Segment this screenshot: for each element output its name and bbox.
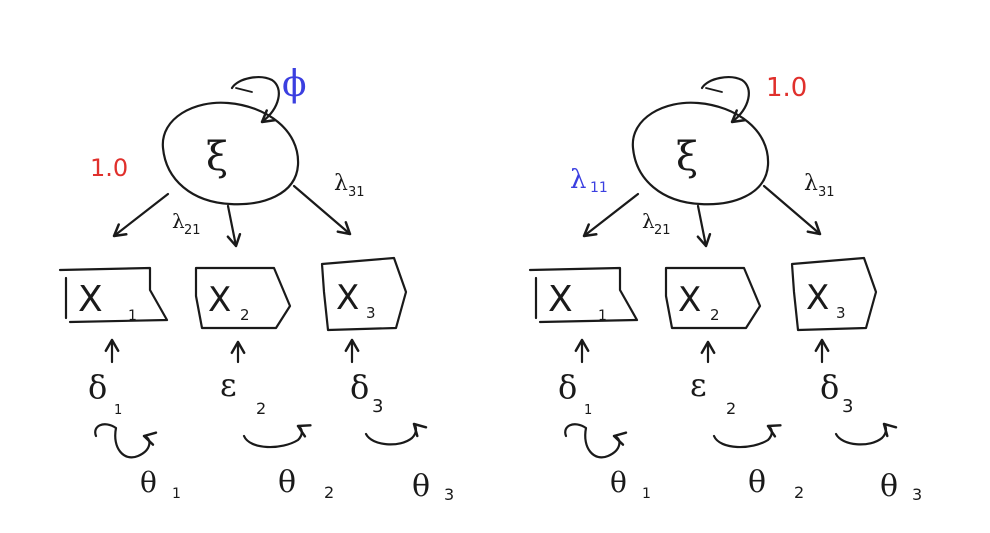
right-error-2-main: ε xyxy=(690,366,707,404)
left-indicator-box-2 xyxy=(194,266,292,330)
right-error-loop-3 xyxy=(834,422,898,446)
right-indicator-2-sub: 2 xyxy=(710,306,720,324)
left-loading-arrow-1 xyxy=(112,192,170,238)
right-error-3-main: δ xyxy=(820,368,839,406)
left-error-2-sub: 2 xyxy=(256,399,266,418)
right-indicator-1-main: X xyxy=(548,279,573,320)
right-latent-ellipse xyxy=(631,101,770,206)
left-error-3-sub: 3 xyxy=(372,396,383,417)
right-loading-1-main: λ xyxy=(570,165,586,195)
left-error-var-3-main: θ xyxy=(412,469,430,504)
right-error-1-main: δ xyxy=(558,368,577,406)
right-variance-label: 1.0 xyxy=(766,73,807,103)
right-error-var-1-sub: 1 xyxy=(642,486,651,502)
right-loading-2-main: λ xyxy=(642,209,655,233)
right-indicator-box-3 xyxy=(790,256,878,332)
left-indicator-2-sub: 2 xyxy=(240,306,250,324)
right-error-var-3-sub: 3 xyxy=(912,485,922,504)
left-error-var-2-main: θ xyxy=(278,465,296,500)
left-error-3-main: δ xyxy=(350,368,369,406)
right-error-var-2-main: θ xyxy=(748,465,766,500)
right-loading-3-main: λ xyxy=(804,171,818,196)
left-model: ξ ϕ 1.0 λ 21 λ 31 X 1 X 2 X 3 δ 1 ε 2 δ xyxy=(58,64,454,504)
left-loading-2-sub: 21 xyxy=(184,223,201,238)
left-error-1-sub: 1 xyxy=(114,403,122,418)
right-loading-1-sub: 11 xyxy=(590,180,608,196)
left-variance-label: ϕ xyxy=(282,64,307,105)
left-loading-2-main: λ xyxy=(172,209,185,233)
right-indicator-3-main: X xyxy=(806,278,829,318)
left-indicator-1-main: X xyxy=(78,279,103,320)
right-indicator-3-sub: 3 xyxy=(836,304,846,322)
left-error-var-1-sub: 1 xyxy=(172,486,181,502)
left-error-2-main: ε xyxy=(220,366,237,404)
right-indicator-1-sub: 1 xyxy=(598,308,607,324)
right-error-var-2-sub: 2 xyxy=(794,483,804,502)
left-indicator-3-main: X xyxy=(336,278,359,318)
right-error-var-3-main: θ xyxy=(880,469,898,504)
left-error-loop-2 xyxy=(242,424,312,449)
left-error-var-3-sub: 3 xyxy=(444,485,454,504)
right-loading-3-sub: 31 xyxy=(818,185,835,200)
right-error-2-sub: 2 xyxy=(726,399,736,418)
left-error-var-2-sub: 2 xyxy=(324,483,334,502)
right-loading-2-sub: 21 xyxy=(654,223,671,238)
right-variance-tick xyxy=(705,87,723,93)
right-loading-arrow-3 xyxy=(762,184,822,236)
left-error-var-1-main: θ xyxy=(140,466,157,499)
left-indicator-box-1 xyxy=(58,266,169,324)
left-indicator-2-main: X xyxy=(208,280,231,320)
right-variance-loop xyxy=(700,76,750,124)
left-error-loop-3 xyxy=(364,422,428,446)
right-error-var-1-main: θ xyxy=(610,466,627,499)
right-error-1-sub: 1 xyxy=(584,403,592,418)
left-latent-ellipse xyxy=(161,101,300,206)
left-latent-symbol: ξ xyxy=(206,134,228,180)
left-loading-3-sub: 31 xyxy=(348,185,365,200)
right-loading-arrow-1 xyxy=(582,192,640,238)
left-loading-arrow-3 xyxy=(292,184,352,236)
right-indicator-2-main: X xyxy=(678,280,701,320)
left-variance-tick xyxy=(235,87,253,93)
left-indicator-1-sub: 1 xyxy=(128,308,137,324)
left-error-loop-1 xyxy=(94,423,158,459)
left-loading-1-label: 1.0 xyxy=(90,154,128,182)
right-error-3-sub: 3 xyxy=(842,396,853,417)
left-indicator-3-sub: 3 xyxy=(366,304,376,322)
left-loading-arrow-2 xyxy=(226,204,242,248)
left-error-1-main: δ xyxy=(88,368,107,406)
right-indicator-box-2 xyxy=(664,266,762,330)
left-loading-3-main: λ xyxy=(334,171,348,196)
left-indicator-box-3 xyxy=(320,256,408,332)
right-indicator-box-1 xyxy=(528,266,639,324)
left-variance-loop xyxy=(230,76,280,124)
right-error-loop-2 xyxy=(712,424,782,449)
right-loading-arrow-2 xyxy=(696,204,712,248)
right-model: ξ 1.0 λ 11 λ 21 λ 31 X 1 X 2 X 3 δ 1 ε xyxy=(528,73,922,504)
right-error-loop-1 xyxy=(564,423,628,459)
right-latent-symbol: ξ xyxy=(676,134,698,180)
